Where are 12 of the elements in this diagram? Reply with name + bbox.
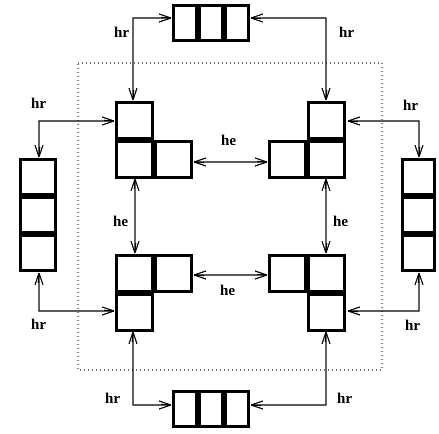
arrow	[193, 270, 268, 280]
arrow	[128, 13, 172, 101]
arrow	[250, 13, 331, 101]
arrow	[321, 178, 331, 254]
arrow	[34, 116, 115, 158]
arrow	[34, 272, 115, 316]
arrow	[250, 331, 331, 410]
arrow	[193, 157, 268, 167]
arrow	[347, 116, 424, 158]
arrow	[347, 272, 424, 316]
arrow	[128, 331, 172, 410]
arrow	[130, 178, 140, 254]
